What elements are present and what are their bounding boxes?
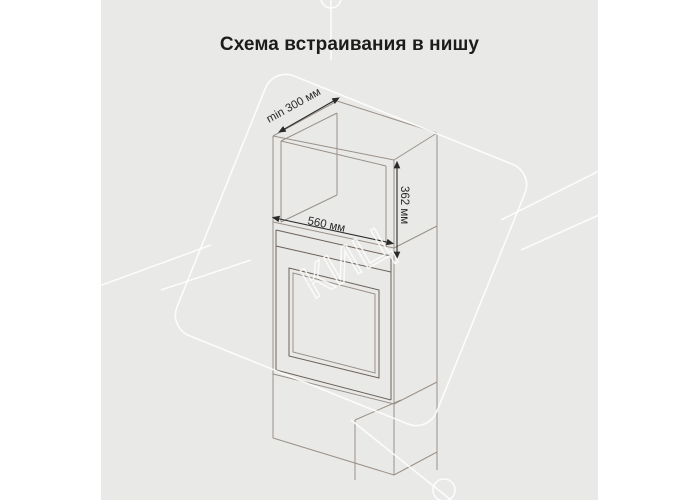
watermark-line-right-1	[500, 170, 598, 221]
diagram-title: Схема встраивания в нишу	[219, 34, 480, 55]
cabinet-front-top	[272, 135, 395, 161]
watermark-circle-bottom	[432, 478, 456, 500]
lower-shelf-side	[393, 381, 438, 405]
niche-inner-top	[280, 140, 387, 167]
dimension-height-label: 362 мм	[398, 186, 410, 224]
lower-shelf-front	[272, 373, 395, 405]
watermark-line-left-2	[160, 259, 252, 291]
lower-inner-diagonal	[354, 399, 402, 421]
shelf-side-edge	[393, 225, 438, 249]
watermark-text: КИЦ	[292, 217, 399, 309]
cabinet-drawing: min 300 мм 560 мм 362 мм	[265, 86, 438, 480]
oven-control-panel-bottom	[275, 245, 392, 273]
watermark-overlay: КИЦ	[101, 0, 598, 500]
dimension-width-line	[271, 215, 395, 246]
watermark-line-left-1	[101, 244, 212, 287]
watermark-frame	[174, 73, 528, 427]
dimension-depth-line	[278, 97, 340, 133]
oven-door-window-inner	[292, 272, 376, 374]
cabinet-bottom-side	[393, 451, 438, 476]
watermark-circle-top	[320, 0, 342, 9]
watermark-line-right-2	[520, 214, 598, 251]
cabinet-right-top-edge	[393, 132, 438, 161]
oven-bottom-edge	[275, 369, 392, 401]
oven-door-window	[288, 267, 380, 379]
diagram-canvas: min 300 мм 560 мм 362 мм КИЦ Схема встра…	[101, 0, 598, 500]
cabinet-bottom-front	[272, 437, 395, 476]
watermark-line-bottom	[350, 419, 452, 500]
